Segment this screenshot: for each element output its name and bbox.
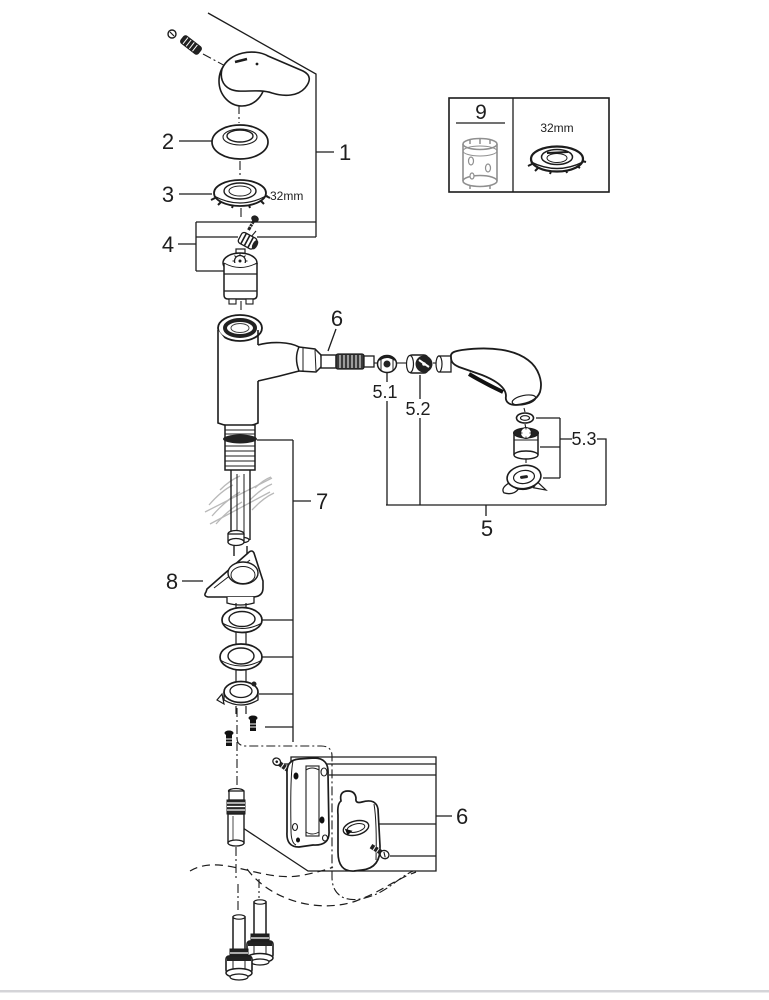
callout-labels: 1 2 3 32mm 4 6 5.1 5.2 5.3 5 7 8 6 9 32m… xyxy=(162,101,597,829)
clamp-screw-right xyxy=(248,715,258,731)
callout-label-5-1: 5.1 xyxy=(372,382,397,402)
callout-bracket-1 xyxy=(207,12,334,237)
shank-o-ring xyxy=(223,434,257,444)
handle-cap xyxy=(211,124,269,160)
handle-indicator-slot xyxy=(234,57,248,64)
clamp-ring xyxy=(216,680,259,706)
size-note-32mm: 32mm xyxy=(270,189,303,203)
hose-coupling-5-2 xyxy=(405,354,433,374)
callout-label-5-3: 5.3 xyxy=(571,429,596,449)
holder-cover xyxy=(336,790,381,872)
mounting-bracket xyxy=(204,550,264,606)
callout-label-7: 7 xyxy=(316,489,328,514)
callout-lines xyxy=(178,12,607,872)
hose-end-tip xyxy=(363,355,375,368)
supply-hose-right xyxy=(246,899,274,966)
holder-bracket xyxy=(286,757,330,848)
mousseur-aerator xyxy=(513,427,539,460)
callout-leader-6-top xyxy=(327,328,337,352)
callout-label-5-2: 5.2 xyxy=(405,399,430,419)
inset-size-note-32mm: 32mm xyxy=(540,121,573,135)
hose-coupling-weight xyxy=(226,787,246,847)
hose-path-curves xyxy=(189,864,417,907)
hose-nut-5-1 xyxy=(376,354,398,374)
callout-label-6-bottom: 6 xyxy=(456,804,468,829)
check-valve xyxy=(237,231,259,250)
inset-ring-nut-32mm xyxy=(527,145,587,175)
holder-screw-bottom xyxy=(369,843,390,860)
callout-label-1: 1 xyxy=(339,140,351,165)
spray-lock-lever xyxy=(467,372,504,394)
shank-bolt xyxy=(227,529,245,547)
handle-set-screw xyxy=(167,29,202,55)
clamp-screw-left xyxy=(224,730,234,746)
washer-lower xyxy=(219,643,263,671)
callout-label-6-top: 6 xyxy=(331,306,343,331)
hose-end-grip xyxy=(335,353,365,370)
callout-label-4: 4 xyxy=(162,232,174,257)
spray-o-ring xyxy=(515,412,535,424)
callout-bracket-6-bottom xyxy=(239,756,452,872)
callout-label-3: 3 xyxy=(162,182,174,207)
deck-hatch-sketch xyxy=(204,475,275,525)
inset-label-9: 9 xyxy=(475,101,487,124)
cartridge xyxy=(222,248,258,305)
spray-head xyxy=(435,347,542,406)
inset-box-9 xyxy=(448,97,610,193)
supply-hose-left xyxy=(225,914,253,981)
cartridge-tool xyxy=(462,137,498,189)
callout-bracket-5 xyxy=(386,504,606,516)
callout-label-5: 5 xyxy=(481,516,493,541)
callout-label-8: 8 xyxy=(166,569,178,594)
washer-upper xyxy=(221,606,263,634)
faucet-body xyxy=(217,314,375,428)
callout-label-2: 2 xyxy=(162,129,174,154)
footer-divider xyxy=(0,990,769,993)
spray-face-ring xyxy=(502,464,548,495)
hose-end-cylinder xyxy=(320,354,337,369)
threaded-shank xyxy=(223,424,257,471)
lever-handle xyxy=(218,51,311,107)
spout-hex-nut xyxy=(295,346,323,373)
callout-bracket-5-3 xyxy=(536,417,607,505)
cartridge-screw xyxy=(247,215,259,231)
ring-nut-32mm xyxy=(210,179,271,209)
callout-bracket-7 xyxy=(257,439,311,742)
